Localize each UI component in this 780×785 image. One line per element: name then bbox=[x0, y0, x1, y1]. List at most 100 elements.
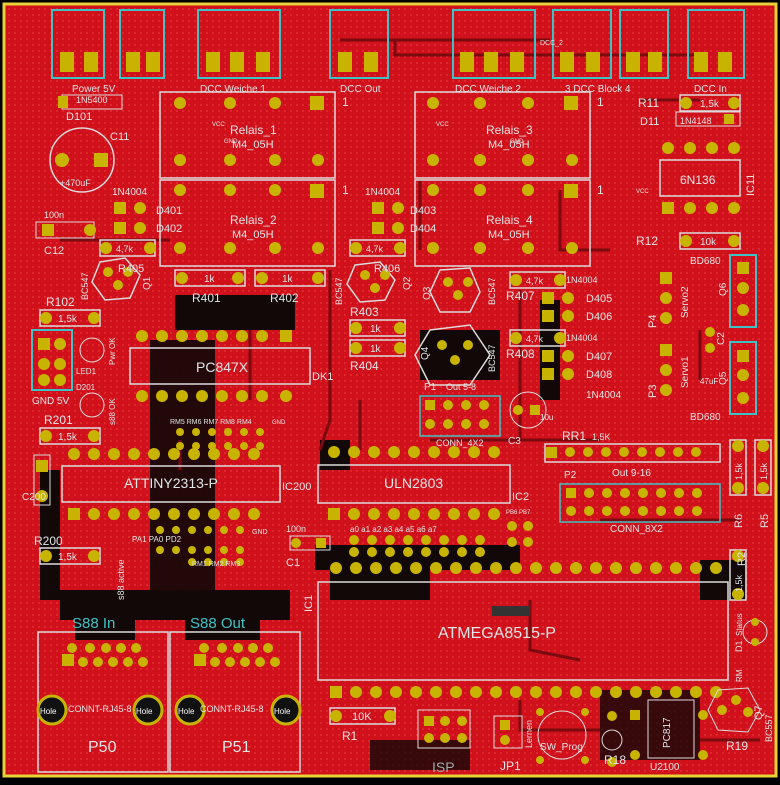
atmega-pin bbox=[470, 562, 482, 574]
label-s88-in: S88 In bbox=[72, 615, 115, 632]
label-r200-val: 1,5k bbox=[58, 552, 78, 563]
address-header bbox=[349, 521, 533, 557]
atmega-pin bbox=[410, 562, 422, 574]
atmega-pin bbox=[450, 562, 462, 574]
label-c-one: 1 bbox=[342, 183, 349, 197]
atmega-pin bbox=[590, 562, 602, 574]
label-bc547-3: BC547 bbox=[487, 277, 497, 305]
label-conn8: CONN_8X2 bbox=[610, 524, 663, 535]
label-d401: D401 bbox=[156, 205, 182, 217]
label-pc847x: PC847X bbox=[196, 359, 249, 375]
leds bbox=[79, 337, 105, 418]
label-d1: D1 bbox=[734, 640, 744, 652]
atmega-pin bbox=[490, 562, 502, 574]
label-c3: C3 bbox=[508, 436, 521, 447]
label-r401-val: 1k bbox=[204, 274, 216, 285]
label-p1-desc: Out 5-8 bbox=[446, 382, 476, 392]
label-status: Status bbox=[735, 613, 744, 636]
label-q1: Q1 bbox=[142, 276, 153, 290]
switch-sw-prog bbox=[536, 708, 589, 764]
label-diode-2: 1N4004 bbox=[365, 187, 400, 198]
label-r102: R102 bbox=[46, 295, 75, 309]
label-gnd-attiny: GND bbox=[252, 529, 268, 536]
atmega-pin bbox=[650, 562, 662, 574]
capacitor-c12 bbox=[35, 221, 96, 239]
label-c2: C2 bbox=[716, 332, 727, 345]
ic-attiny-footprint bbox=[61, 448, 281, 520]
label-pa-row: PA1 PA0 PD2 bbox=[132, 535, 182, 544]
transistor-q7 bbox=[707, 687, 761, 733]
label-servo2: Servo2 bbox=[680, 286, 691, 318]
label-diode-1: 1N4004 bbox=[112, 187, 147, 198]
label-ic11: IC11 bbox=[745, 174, 757, 196]
capacitor-c3 bbox=[509, 391, 547, 429]
resistor-array-rr1 bbox=[546, 447, 701, 458]
relay-2-type: M4_05H bbox=[232, 229, 274, 241]
vcc-label-1: VCC bbox=[212, 122, 225, 128]
relay-4-type: M4_05H bbox=[488, 229, 530, 241]
label-jp1-desc: Lernen bbox=[524, 720, 534, 748]
atmega-pin bbox=[630, 686, 642, 698]
label-d11-val: 1N4148 bbox=[680, 116, 712, 126]
label-atmega: ATMEGA8515-P bbox=[438, 625, 556, 642]
servo-headers bbox=[660, 272, 715, 396]
label-c11-val: +470uF bbox=[60, 178, 91, 188]
gnd-5v-connector bbox=[31, 329, 73, 391]
label-s88-active: s88 active bbox=[116, 559, 126, 600]
label-r404-val: 1k bbox=[370, 344, 382, 355]
label-r11-val: 1,5k bbox=[700, 99, 720, 110]
atmega-pin bbox=[330, 562, 342, 574]
label-r407-val: 4,7k bbox=[526, 276, 544, 286]
label-c12-val: 100n bbox=[44, 210, 64, 220]
label-servo1: Servo1 bbox=[680, 356, 691, 388]
label-diode-5: 1N4004 bbox=[586, 390, 621, 401]
label-6n136: 6N136 bbox=[680, 173, 716, 187]
label-bd680-2: BD680 bbox=[690, 412, 721, 423]
label-diode-3: 1N4004 bbox=[566, 275, 598, 285]
label-q6: Q6 bbox=[718, 282, 729, 296]
label-rm-row: RM5 RM6 RM7 RM8 RM4 bbox=[170, 419, 252, 426]
atmega-pin bbox=[650, 686, 662, 698]
label-rm: RM bbox=[735, 669, 744, 682]
connector-power bbox=[51, 9, 105, 79]
label-conn4: CONN_4X2 bbox=[436, 438, 484, 448]
atmega-pin bbox=[630, 562, 642, 574]
label-r407: R407 bbox=[506, 289, 535, 303]
atmega-pin bbox=[510, 686, 522, 698]
label-p51: P51 bbox=[222, 739, 251, 756]
label-u2: U2100 bbox=[650, 762, 680, 773]
copper-traces bbox=[40, 295, 745, 770]
connector-dcc-out bbox=[329, 9, 389, 79]
connector-gnd-5v bbox=[119, 9, 165, 79]
atmega-pin bbox=[350, 686, 362, 698]
isp-header bbox=[417, 709, 471, 749]
label-dcc2: DCC_2 bbox=[540, 40, 563, 47]
label-r405: R405 bbox=[118, 263, 144, 275]
label-bc557: BC557 bbox=[764, 714, 774, 742]
atmega-pin bbox=[410, 686, 422, 698]
label-isp: ISP bbox=[432, 759, 455, 775]
label-led1: LED1 bbox=[76, 367, 97, 376]
label-q4: Q4 bbox=[420, 346, 431, 360]
label-dcc-block-4: 3 DCC Block 4 bbox=[565, 84, 631, 95]
label-hole-4: Hole bbox=[274, 707, 291, 716]
label-d402: D402 bbox=[156, 223, 182, 235]
diodes-d401-d404 bbox=[114, 202, 404, 234]
label-d408: D408 bbox=[586, 369, 612, 381]
label-p4: P4 bbox=[647, 315, 659, 328]
label-r404: R404 bbox=[350, 359, 379, 373]
relay-3-footprint bbox=[414, 91, 591, 179]
relay-1-type: M4_05H bbox=[232, 139, 274, 151]
label-r19: R19 bbox=[726, 739, 748, 753]
relay-2-footprint bbox=[159, 179, 336, 267]
label-s88-out: S88 Out bbox=[190, 615, 246, 632]
connector-dcc-in bbox=[687, 9, 745, 79]
label-r2-val: 1,5k bbox=[734, 574, 744, 592]
label-p50: P50 bbox=[88, 739, 117, 756]
label-c1: C1 bbox=[286, 557, 300, 569]
atmega-pin bbox=[610, 686, 622, 698]
label-rj45-2: CONNT-RJ45-8 bbox=[200, 704, 264, 714]
relay-1-name: Relais_1 bbox=[230, 123, 277, 137]
atmega-pin bbox=[390, 686, 402, 698]
atmega-pin bbox=[710, 562, 722, 574]
